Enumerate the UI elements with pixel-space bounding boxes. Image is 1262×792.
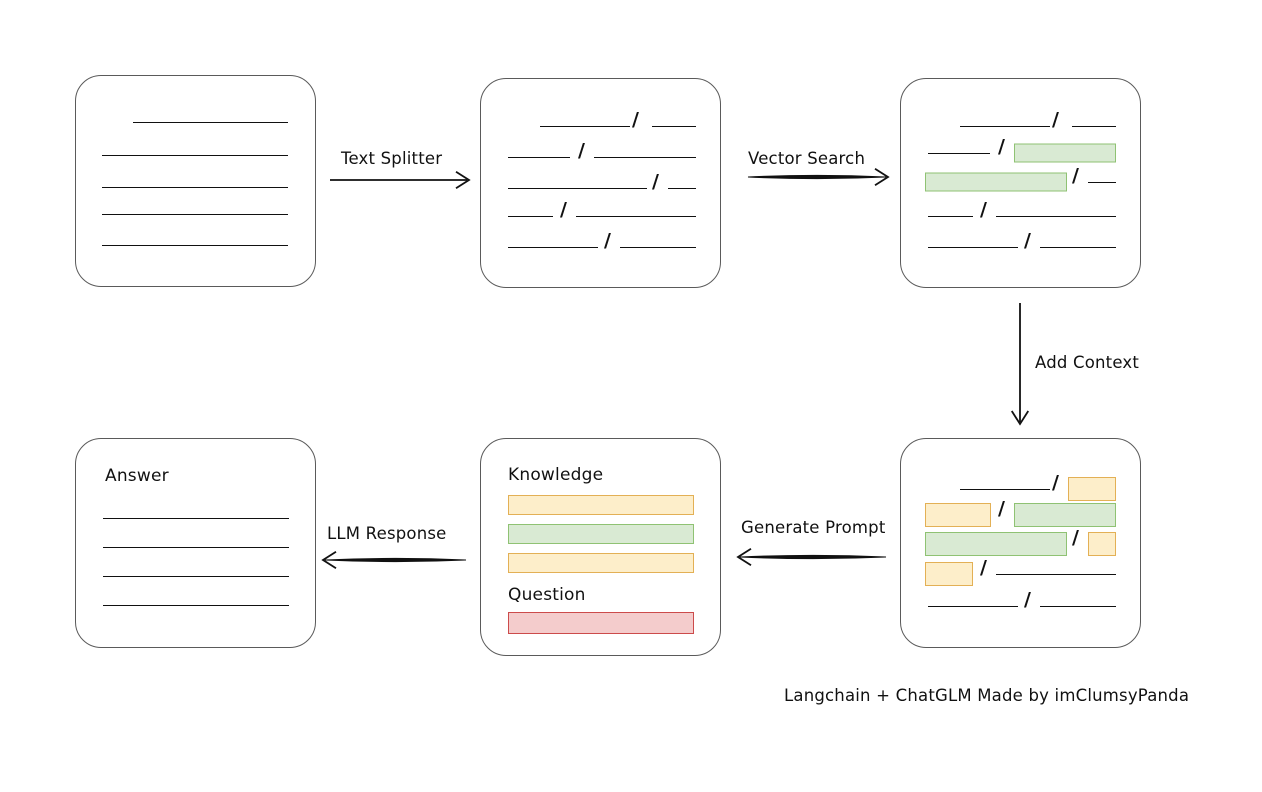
text-line: [103, 518, 289, 519]
node-answer: [75, 438, 316, 648]
node-split-chunks: [480, 78, 721, 288]
text-line: [102, 155, 288, 156]
text-line: [1040, 247, 1116, 248]
chunk-chip-yellow: [925, 503, 991, 527]
slash-separator: /: [980, 198, 987, 221]
text-line: [996, 574, 1116, 575]
text-line: [102, 245, 288, 246]
text-line: [1040, 606, 1116, 607]
text-line: [508, 188, 647, 189]
slash-separator: /: [1052, 108, 1059, 131]
edge-label-llm-response: LLM Response: [327, 524, 447, 543]
footer-credit: Langchain + ChatGLM Made by imClumsyPand…: [784, 686, 1190, 705]
text-line: [508, 157, 570, 158]
text-line: [928, 216, 973, 217]
text-line: [594, 157, 696, 158]
slash-separator: /: [1072, 526, 1079, 549]
text-line: [133, 122, 288, 123]
text-line: [620, 247, 696, 248]
text-line: [102, 214, 288, 215]
text-line: [1072, 126, 1116, 127]
text-line: [103, 605, 289, 606]
slash-separator: /: [578, 139, 585, 162]
text-line: [668, 188, 696, 189]
section-label-knowledge: Knowledge: [508, 465, 604, 485]
slash-separator: /: [1072, 164, 1079, 187]
text-line: [928, 606, 1018, 607]
edge-add-context: [1010, 303, 1030, 426]
slash-separator: /: [998, 135, 1005, 158]
chunk-chip-green: [925, 532, 1067, 556]
text-line: [576, 216, 696, 217]
slash-separator: /: [998, 497, 1005, 520]
edge-label-vector-search: Vector Search: [748, 149, 866, 168]
text-line: [928, 153, 990, 154]
text-line: [103, 576, 289, 577]
edge-label-generate-prompt: Generate Prompt: [741, 518, 886, 537]
prompt-bar-green: [508, 524, 694, 544]
slash-separator: /: [980, 556, 987, 579]
slash-separator: /: [632, 108, 639, 131]
text-line: [540, 126, 630, 127]
chunk-chip-green: [1014, 503, 1116, 527]
slash-separator: /: [1024, 588, 1031, 611]
slash-separator: /: [604, 229, 611, 252]
slash-separator: /: [652, 170, 659, 193]
edge-text-splitter: [330, 170, 471, 190]
prompt-bar-red: [508, 612, 694, 634]
text-line: [960, 489, 1050, 490]
node-title-answer: Answer: [105, 466, 169, 486]
slash-separator: /: [560, 198, 567, 221]
edge-generate-prompt: [736, 547, 887, 567]
chunk-chip-green: [1014, 143, 1116, 163]
chunk-chip-yellow: [1068, 477, 1116, 501]
edge-llm-response: [321, 550, 467, 570]
prompt-bar-yellow: [508, 495, 694, 515]
prompt-bar-yellow: [508, 553, 694, 573]
text-line: [508, 216, 553, 217]
text-line: [652, 126, 696, 127]
text-line: [102, 187, 288, 188]
chunk-chip-green: [925, 172, 1067, 192]
text-line: [508, 247, 598, 248]
chunk-chip-yellow: [925, 562, 973, 586]
section-label-question: Question: [508, 585, 586, 605]
text-line: [103, 547, 289, 548]
edge-label-add-context: Add Context: [1035, 353, 1140, 372]
edge-vector-search: [747, 167, 890, 187]
text-line: [1088, 182, 1116, 183]
slash-separator: /: [1024, 229, 1031, 252]
edge-label-text-splitter: Text Splitter: [341, 149, 443, 168]
node-source-document: [75, 75, 316, 287]
text-line: [996, 216, 1116, 217]
chunk-chip-yellow: [1088, 532, 1116, 556]
slash-separator: /: [1052, 471, 1059, 494]
text-line: [960, 126, 1050, 127]
text-line: [928, 247, 1018, 248]
